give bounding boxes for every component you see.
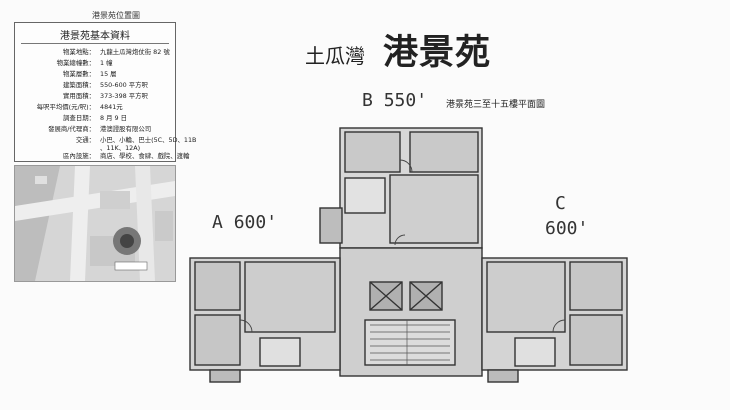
basic-info-table: 港景苑基本資料 物業地點：九龍土瓜灣炮仗街 82 號 物業總幢數：1 幢 物業層…: [14, 22, 197, 162]
unit-c-letter: C: [555, 193, 566, 214]
info-table-title: 港景苑基本資料: [60, 31, 130, 42]
info-row: 、11K、12A): [100, 144, 141, 152]
floor-plan-title: 港景苑三至十五樓平面圖: [446, 100, 546, 110]
divider: [21, 43, 169, 44]
info-row: 區內設施：商店、學校、食肆、戲院、渡輪: [63, 152, 190, 160]
location-map-caption: 港景苑位置圖: [92, 11, 140, 20]
location-map: [14, 165, 176, 282]
estate-name: 港景苑: [383, 32, 492, 73]
unit-b-label: B 550': [362, 90, 428, 111]
info-row: 發展商/代理商：港澳證股有限公司: [48, 125, 152, 133]
info-row: 調查日期：8 月 9 日: [63, 114, 128, 122]
unit-c-size: 600': [545, 218, 589, 239]
info-row: 物業地點：九龍土瓜灣炮仗街 82 號: [63, 48, 170, 56]
district-name: 土瓜灣: [305, 44, 365, 68]
info-row: 物業總幢數：1 幢: [56, 59, 113, 67]
info-row: 物業層數：15 層: [63, 70, 117, 78]
info-row: 交通：小巴、小輪、巴士(5C、5D、11B: [75, 136, 197, 144]
unit-a-label: A 600': [212, 212, 278, 233]
info-row: 建築面積：550-600 平方呎: [63, 81, 148, 89]
info-row: 每呎平均價(元/呎)：4841元: [36, 103, 123, 111]
info-row: 實用面積：373-398 平方呎: [63, 92, 148, 100]
